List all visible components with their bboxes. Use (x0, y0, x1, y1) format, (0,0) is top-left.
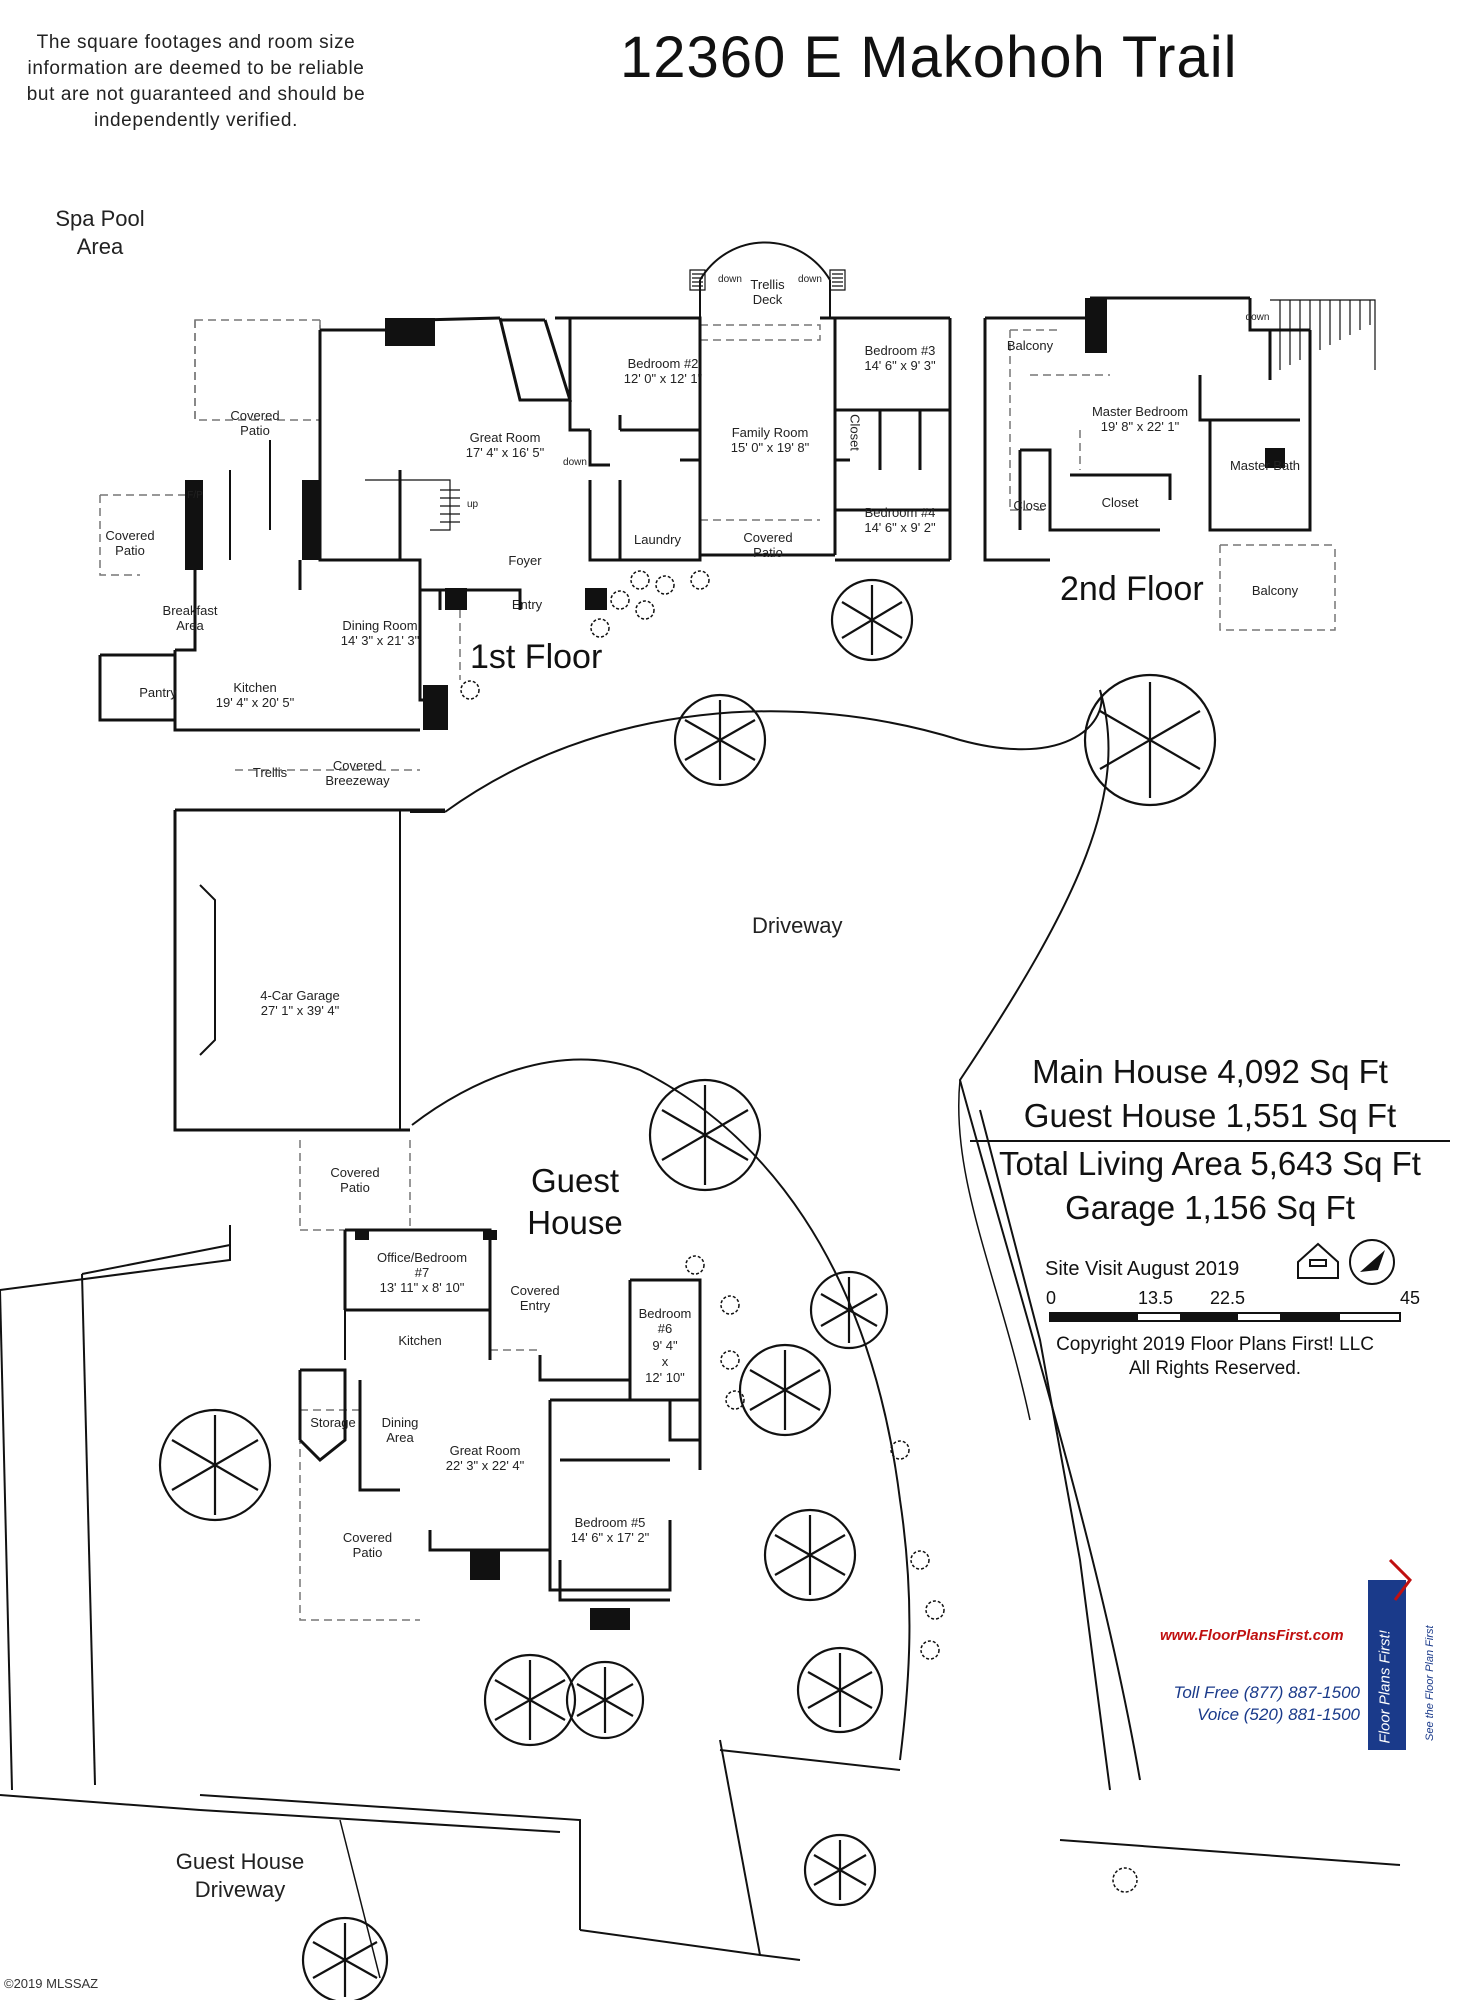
disclaimer-text: The square footages and room size inform… (26, 32, 366, 131)
stairs-down-label: down (563, 457, 587, 468)
bedroom3-size: 14' 6" x 9' 3" (864, 358, 936, 373)
summary-divider (970, 1140, 1450, 1142)
covered-patio-left: Covered Patio (105, 528, 155, 558)
mls-watermark: ©2019 MLSSAZ (4, 1976, 99, 1991)
bedroom4-label: Bedroom #4 (864, 505, 936, 520)
first-floor-label: 1st Floor (470, 638, 603, 676)
bedroom5-label: Bedroom #5 (574, 1515, 646, 1530)
scale-tick-3: 45 (1400, 1288, 1421, 1308)
guest-house-label-line1: Guest (530, 1162, 620, 1199)
breakfast-area-label: Breakfast Area (162, 603, 218, 633)
driveway-label: Driveway (752, 913, 843, 938)
bedroom6-number: #6 (657, 1321, 673, 1336)
bedroom6-label: Bedroom (638, 1306, 692, 1321)
breezeway-label: Covered Breezeway (325, 758, 390, 788)
voice-phone: Voice (520) 881-1500 (1197, 1705, 1360, 1724)
master-bath-label: Master Bath (1229, 458, 1301, 473)
dining-room-label: Dining Room (342, 618, 418, 633)
office-bedroom-size: 13' 11" x 8' 10" (379, 1280, 465, 1295)
guest-great-room-label: Great Room (449, 1443, 521, 1458)
bedroom3-label: Bedroom #3 (864, 343, 936, 358)
dining-room-size: 14' 3" x 21' 3" (340, 633, 420, 648)
covered-entry-label: Covered Entry (510, 1283, 560, 1313)
bedroom6-width: 9' 4" (652, 1338, 678, 1353)
scale-bar (1049, 1312, 1401, 1322)
bedroom6-height: 12' 10" (645, 1370, 685, 1385)
guest-great-room-size: 22' 3" x 22' 4" (445, 1458, 525, 1473)
closet-label: Closet (847, 414, 863, 451)
main-house-sqft: Main House 4,092 Sq Ft (1032, 1053, 1388, 1090)
rights-text: All Rights Reserved. (1128, 1358, 1302, 1379)
toll-free-phone: Toll Free (877) 887-1500 (1173, 1683, 1361, 1702)
kitchen-size: 19' 4" x 20' 5" (215, 695, 295, 710)
scale-tick-1: 13.5 (1138, 1288, 1174, 1308)
great-room-label: Great Room (469, 430, 541, 445)
site-visit-text: Site Visit August 2019 (1045, 1258, 1240, 1280)
guest-dining-label: Dining Area (381, 1415, 419, 1445)
bedroom6-x: x (661, 1354, 669, 1369)
deck-down-right: down (798, 274, 822, 285)
covered-patio-top: Covered Patio (230, 408, 280, 438)
garage-label: 4-Car Garage (260, 988, 340, 1003)
office-bedroom-label: Office/Bedroom (376, 1250, 468, 1265)
property-address-title: 12360 E Makohoh Trail (620, 25, 1238, 90)
balcony-bottom-label: Balcony (1251, 583, 1299, 598)
laundry-label: Laundry (634, 532, 681, 547)
scale-tick-2: 22.5 (1210, 1288, 1246, 1308)
kitchen-label: Kitchen (233, 680, 277, 695)
guest-driveway-label: Guest House Driveway (175, 1849, 305, 1902)
family-room-size: 15' 0" x 19' 8" (730, 440, 810, 455)
second-closet-label: Closet (1101, 495, 1139, 510)
company-brand-logo-text: Floor Plans First! (1376, 1630, 1394, 1744)
master-bedroom-size: 19' 8" x 22' 1" (1100, 419, 1180, 434)
great-room-size: 17' 4" x 16' 5" (465, 445, 545, 460)
square-footage-summary: Main House 4,092 Sq Ft Guest House 1,551… (970, 1050, 1450, 1230)
bedroom2-label: Bedroom #2 (627, 356, 699, 371)
trellis-deck-label: Trellis Deck (750, 277, 785, 307)
guest-house-label-line2: House (527, 1204, 623, 1241)
garage-sqft: Garage 1,156 Sq Ft (1065, 1189, 1355, 1226)
scale-tick-0: 0 (1046, 1288, 1057, 1308)
second-fireplace-label: F/P (1088, 359, 1104, 370)
pantry-label: Pantry (139, 685, 177, 700)
total-living-sqft: Total Living Area 5,643 Sq Ft (999, 1145, 1421, 1182)
company-tagline: See the Floor Plan First (1424, 1625, 1436, 1741)
garage-size: 27' 1" x 39' 4" (260, 1003, 340, 1018)
storage-label: Storage (310, 1415, 356, 1430)
trellis-label: Trellis (252, 765, 288, 780)
guest-house-sqft: Guest House 1,551 Sq Ft (1023, 1097, 1397, 1134)
guest-covered-patio-bottom: Covered Patio (342, 1530, 393, 1560)
spa-pool-label: Spa Pool Area (55, 206, 145, 259)
family-room-label: Family Room (731, 425, 809, 440)
deck-down-left: down (718, 274, 742, 285)
second-stairs-down-label: down (1245, 312, 1270, 323)
company-url: www.FloorPlansFirst.com (1160, 1627, 1344, 1644)
second-floor-label: 2nd Floor (1060, 570, 1204, 608)
fireplace-label: F/P (187, 490, 203, 501)
guest-covered-patio-top: Covered Patio (330, 1165, 380, 1195)
balcony-top-label: Balcony (1006, 338, 1054, 353)
master-bedroom-label: Master Bedroom (1091, 404, 1189, 419)
foyer-label: Foyer (508, 553, 542, 568)
guest-kitchen-label: Kitchen (398, 1333, 442, 1348)
stairs-up-label: up (466, 499, 479, 510)
covered-patio-mid: Covered Patio (743, 530, 793, 560)
entry-label: Entry (511, 597, 543, 612)
copyright-text: Copyright 2019 Floor Plans First! LLC (1056, 1334, 1374, 1355)
bedroom2-size: 12' 0" x 12' 1" (623, 371, 703, 386)
bedroom4-size: 14' 6" x 9' 2" (864, 520, 936, 535)
copyright-block: Copyright 2019 Floor Plans First! LLC Al… (1040, 1333, 1390, 1381)
bedroom5-size: 14' 6" x 17' 2" (570, 1530, 650, 1545)
office-bedroom-number: #7 (414, 1265, 430, 1280)
second-small-closet-label: Close (1013, 498, 1047, 513)
